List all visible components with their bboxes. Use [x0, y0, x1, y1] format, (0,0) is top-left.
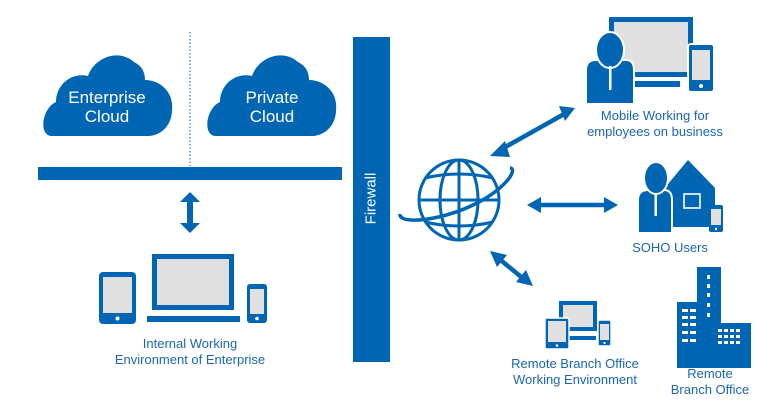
- enterprise-cloud-shape: [43, 55, 173, 136]
- soho-users-line1: SOHO Users: [632, 240, 708, 255]
- enterprise-network-bar: [38, 167, 342, 180]
- private-cloud-label: Private Cloud: [212, 88, 332, 126]
- user-icon: [585, 31, 635, 105]
- internal-caption-line2: Environment of Enterprise: [114, 352, 266, 367]
- internal-caption-line1: Internal Working: [142, 336, 238, 351]
- firewall-bar: [353, 37, 390, 362]
- remote-branch-office-line1: Remote: [687, 366, 733, 381]
- remote-branch-env-line1: Remote Branch Office: [511, 356, 639, 371]
- private-cloud-line1: Private: [245, 88, 299, 107]
- private-cloud-shape: [207, 55, 337, 136]
- enterprise-cloud-line1: Enterprise: [68, 88, 146, 107]
- remote-branch-env-line2: Working Environment: [512, 372, 638, 387]
- soho-users-caption: SOHO Users: [620, 240, 720, 256]
- phone-icon: [247, 284, 267, 323]
- mobile-link-arrow: [490, 106, 575, 157]
- branch-link-arrow: [490, 251, 533, 286]
- phone-icon: [597, 319, 612, 347]
- internal-caption: Internal Working Environment of Enterpri…: [90, 336, 290, 368]
- enterprise-cloud-label: Enterprise Cloud: [47, 88, 167, 126]
- remote-branch-office-line2: Branch Office: [670, 382, 750, 397]
- tablet-icon: [99, 272, 136, 324]
- tablet-icon: [544, 317, 570, 350]
- user-icon: [637, 161, 673, 234]
- soho-link-arrow: [527, 197, 618, 213]
- remote-branch-env-caption: Remote Branch Office Working Environment: [500, 356, 650, 388]
- mobile-working-line1: Mobile Working for: [600, 108, 710, 123]
- remote-branch-office-caption: Remote Branch Office: [660, 366, 758, 398]
- laptop-icon: [147, 254, 240, 322]
- monitor-icon: [559, 301, 597, 340]
- globe-icon: [398, 158, 515, 242]
- house-icon: [663, 160, 715, 227]
- firewall-label: Firewall: [362, 172, 380, 225]
- enterprise-cloud-line2: Cloud: [84, 107, 130, 126]
- private-cloud-line2: Cloud: [249, 107, 295, 126]
- building-icon: [677, 267, 751, 368]
- phone-icon: [709, 205, 723, 232]
- phone-icon: [687, 43, 715, 93]
- mobile-working-caption: Mobile Working for employees on business: [570, 108, 740, 140]
- internal-link-arrow: [180, 192, 200, 233]
- mobile-working-line2: employees on business: [587, 124, 723, 139]
